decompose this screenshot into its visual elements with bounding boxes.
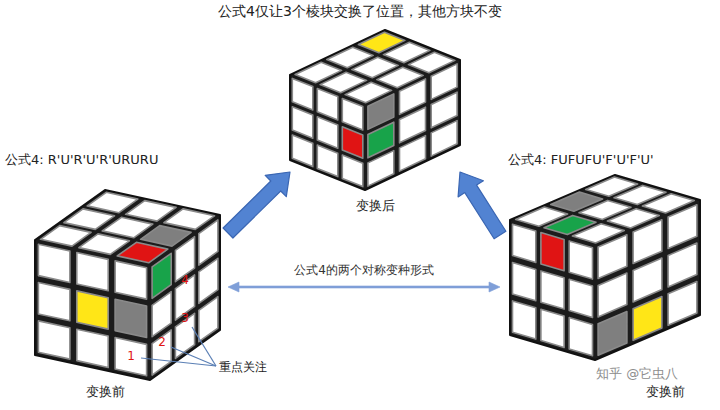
caption-text: 变换前 (86, 384, 125, 400)
watermark: 知乎 @它虫八 (596, 366, 678, 382)
cube-sticker (668, 205, 697, 249)
cube-sticker (38, 283, 70, 321)
cube-sticker (115, 338, 147, 376)
cube-body (510, 175, 700, 360)
cube-sticker (117, 242, 168, 262)
cube-sticker (115, 299, 147, 337)
cube-sticker (400, 136, 426, 172)
cube-sticker (598, 312, 627, 356)
block-arrow (458, 172, 506, 239)
cube-sticker (541, 309, 564, 347)
cube-sticker (342, 155, 363, 187)
cube-sticker (41, 226, 92, 247)
cube-sticker (633, 258, 662, 302)
cube-sticker (668, 243, 697, 287)
cube-sticker (141, 226, 192, 247)
cube-sticker (79, 234, 129, 255)
cube-sticker (569, 279, 592, 317)
cube-sticker (77, 291, 108, 329)
cube-sticker (164, 209, 215, 230)
cube-sticker (342, 99, 363, 130)
cube-sticker (541, 271, 564, 309)
leader-line (192, 327, 216, 366)
cube-sticker (77, 329, 108, 367)
cube-sticker (569, 318, 592, 356)
cube-sticker (358, 32, 405, 53)
cube-sticker (152, 330, 171, 375)
cube-sticker (152, 253, 171, 298)
cube-panel: 公式4: R'U'R'U'R'URURU 变换前 (5, 148, 228, 405)
cube-sticker (513, 224, 536, 262)
cube-sticker (569, 241, 592, 279)
cube-sticker (551, 192, 603, 211)
cube-sticker (598, 235, 627, 279)
diagram-title: 公式4仅让3个棱块交换了位置，其他方块不变 (0, 3, 720, 20)
cube-sticker (516, 207, 568, 226)
cube-sticker (77, 253, 108, 291)
formula-text: 公式4: FUFUFU'F'U'F'U' (508, 152, 654, 168)
cube-sticker (152, 292, 171, 337)
cube-sticker (295, 62, 342, 83)
cube-sticker (64, 209, 115, 230)
cube-sticker (633, 220, 662, 264)
block-arrow (223, 172, 290, 238)
cube-sticker (513, 301, 536, 339)
cube-sticker (586, 177, 638, 196)
cube-sticker (541, 233, 564, 271)
callout-number: 4 (181, 273, 189, 287)
leader-line (141, 358, 216, 366)
callout-note: 重点关注 (219, 360, 267, 374)
cube-body (290, 30, 460, 190)
callout-number: 3 (181, 311, 189, 325)
formula-text: 公式4: R'U'R'U'R'URURU (5, 152, 158, 168)
cube-sticker (342, 127, 363, 158)
cube-panel: 变换后 (290, 22, 460, 220)
cube-sticker (199, 297, 218, 342)
cube-sticker (598, 273, 627, 317)
cube-sticker (115, 261, 147, 299)
cube-body (35, 190, 220, 380)
leader-line (171, 347, 216, 366)
cube-sticker (327, 47, 373, 68)
cube-sticker (292, 135, 313, 167)
cube-sticker (126, 201, 177, 222)
cube-sticker (368, 151, 394, 187)
cube-sticker (317, 117, 338, 148)
cube-sticker (668, 282, 697, 326)
cube-sticker (292, 107, 313, 138)
cube-sticker (633, 297, 662, 341)
cube-sticker (199, 220, 218, 265)
callout-number: 1 (127, 349, 135, 363)
cube-sticker (199, 258, 218, 303)
cube-sticker (102, 217, 153, 238)
cube-sticker (317, 145, 338, 177)
caption-text: 变换后 (356, 198, 395, 214)
edge-label: 公式4的两个对称变种形式 (292, 263, 436, 277)
cube-sticker (431, 121, 457, 157)
cube-sticker (292, 78, 313, 110)
caption-text: 变换前 (646, 384, 685, 400)
double-arrow (228, 282, 500, 292)
callout-number: 2 (158, 335, 166, 349)
cube-sticker (513, 263, 536, 301)
cube-sticker (87, 192, 138, 213)
cube-sticker (38, 321, 70, 359)
cube-sticker (317, 89, 338, 120)
cube-sticker (38, 244, 70, 282)
